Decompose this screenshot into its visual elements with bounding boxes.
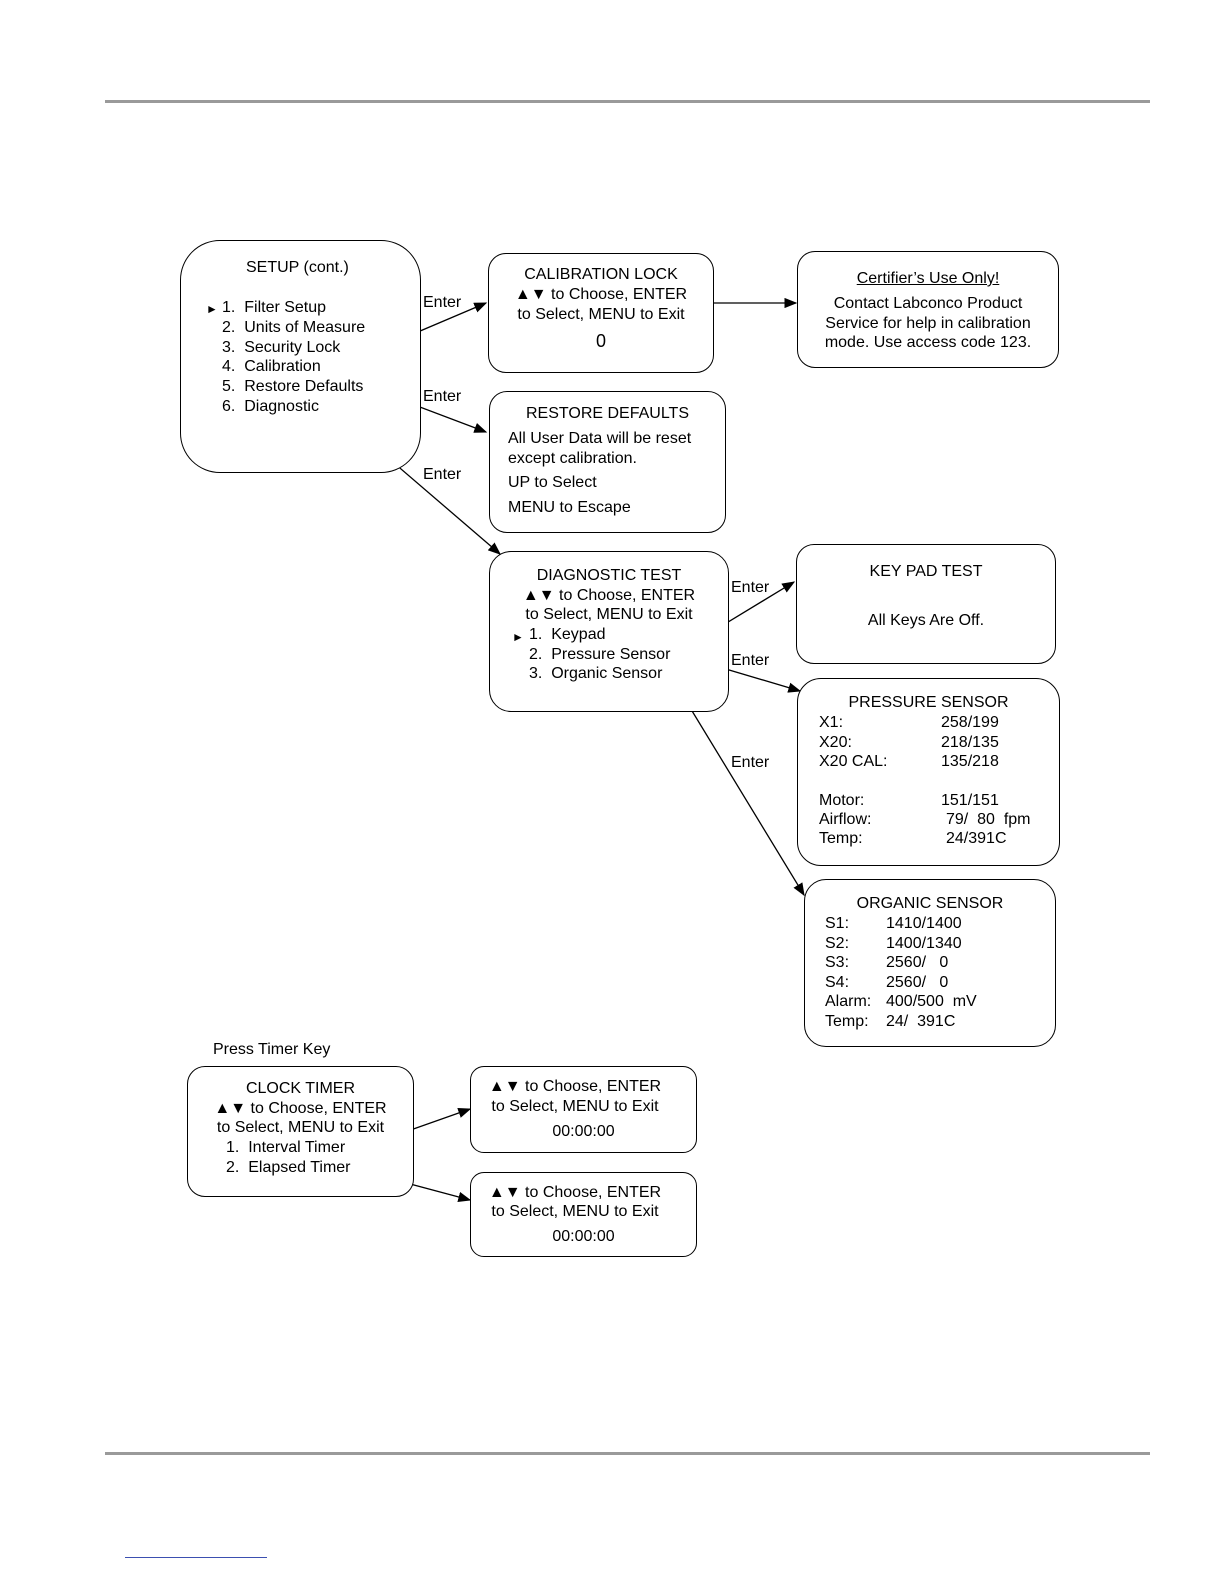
arrow-organic-sensor: [671, 677, 805, 897]
organic-row-value: 24/ 391C: [886, 1013, 956, 1030]
keypad-test-status: All Keys Are Off.: [867, 612, 985, 629]
pressure-row-label: Temp:: [819, 830, 863, 847]
pressure-row-value: 218/135: [941, 734, 999, 751]
enter-label: Enter: [423, 388, 462, 405]
interval-timer-instruction: to Select, MENU to Exit: [491, 1098, 659, 1115]
organic-row-label: Temp:: [825, 1013, 869, 1030]
certifier-text: Service for help in calibration: [825, 315, 1031, 332]
press-timer-key-caption: Press Timer Key: [213, 1041, 331, 1058]
interval-timer-instruction: ▲▼ to Choose, ENTER: [488, 1078, 662, 1095]
organic-row-label: S2:: [825, 935, 850, 952]
restore-defaults-title: RESTORE DEFAULTS: [526, 405, 689, 422]
elapsed-timer-box: ▲▼ to Choose, ENTER to Select, MENU to E…: [470, 1172, 697, 1257]
enter-label: Enter: [423, 294, 462, 311]
calibration-lock-box: CALIBRATION LOCK ▲▼ to Choose, ENTER to …: [488, 253, 714, 373]
certifier-box: Certifier’s Use Only! Contact Labconco P…: [797, 251, 1059, 368]
elapsed-timer-instruction: to Select, MENU to Exit: [491, 1203, 659, 1220]
clock-timer-instruction: ▲▼ to Choose, ENTER: [214, 1100, 387, 1117]
setup-item-calibration[interactable]: 4. Calibration: [222, 358, 321, 375]
organic-row-label: S3:: [825, 954, 850, 971]
setup-menu-box: SETUP (cont.) ► 1. Filter Setup 2. Units…: [180, 240, 421, 473]
restore-defaults-text: MENU to Escape: [508, 499, 631, 516]
setup-item-filter-setup[interactable]: 1. Filter Setup: [222, 299, 327, 316]
pressure-row-label: X20:: [819, 734, 852, 751]
certifier-text: Contact Labconco Product: [833, 295, 1023, 312]
restore-defaults-text: except calibration.: [508, 450, 637, 467]
interval-timer-box: ▲▼ to Choose, ENTER to Select, MENU to E…: [470, 1066, 697, 1153]
pressure-row-label: Motor:: [819, 792, 865, 809]
calibration-lock-title: CALIBRATION LOCK: [524, 266, 678, 283]
clock-timer-item-elapsed[interactable]: 2. Elapsed Timer: [226, 1159, 351, 1176]
clock-timer-title: CLOCK TIMER: [245, 1080, 356, 1097]
footer-rule: [105, 1452, 1150, 1455]
organic-row-value: 1410/1400: [886, 915, 962, 932]
pressure-row-label: Airflow:: [819, 811, 872, 828]
clock-timer-item-interval[interactable]: 1. Interval Timer: [226, 1139, 346, 1156]
organic-row-label: Alarm:: [825, 993, 872, 1010]
organic-sensor-box: ORGANIC SENSOR S1: 1410/1400 S2: 1400/13…: [804, 879, 1056, 1047]
clock-timer-instruction: to Select, MENU to Exit: [216, 1119, 385, 1136]
keypad-test-box: KEY PAD TEST All Keys Are Off.: [796, 544, 1056, 664]
diagnostic-test-instruction: ▲▼ to Choose, ENTER: [522, 587, 696, 604]
pressure-row-value: 79/ 80 fpm: [946, 811, 1031, 828]
calibration-lock-instruction: ▲▼ to Choose, ENTER: [514, 286, 688, 303]
setup-item-diagnostic[interactable]: 6. Diagnostic: [222, 398, 319, 415]
restore-defaults-text: UP to Select: [508, 474, 597, 491]
calibration-lock-value: 0: [595, 331, 606, 351]
setup-item-security-lock[interactable]: 3. Security Lock: [222, 339, 341, 356]
interval-timer-value: 00:00:00: [552, 1123, 615, 1140]
organic-row-value: 2560/ 0: [886, 974, 949, 991]
restore-defaults-text: All User Data will be reset: [508, 430, 692, 447]
certifier-text: mode. Use access code 123.: [824, 334, 1032, 351]
organic-sensor-title: ORGANIC SENSOR: [856, 895, 1004, 912]
organic-row-label: S1:: [825, 915, 850, 932]
setup-title: SETUP (cont.): [246, 259, 349, 276]
restore-defaults-box: RESTORE DEFAULTS All User Data will be r…: [489, 391, 726, 533]
organic-row-label: S4:: [825, 974, 850, 991]
diagnostic-test-instruction: to Select, MENU to Exit: [525, 606, 693, 623]
selection-marker-icon: ►: [512, 630, 524, 644]
elapsed-timer-value: 00:00:00: [552, 1228, 615, 1245]
enter-label: Enter: [731, 579, 770, 596]
diagnostic-test-title: DIAGNOSTIC TEST: [536, 567, 682, 584]
pressure-row-value: 258/199: [941, 714, 999, 731]
selection-marker-icon: ►: [206, 302, 218, 316]
pressure-row-value: 24/391C: [946, 830, 1007, 847]
pressure-sensor-title: PRESSURE SENSOR: [848, 694, 1009, 711]
enter-label: Enter: [423, 466, 462, 483]
setup-item-units-of-measure[interactable]: 2. Units of Measure: [222, 319, 366, 336]
keypad-test-title: KEY PAD TEST: [869, 563, 983, 580]
pressure-sensor-box: PRESSURE SENSOR X1: 258/199 X20: 218/135…: [797, 678, 1060, 866]
enter-label: Enter: [731, 754, 770, 771]
diagnostic-item-keypad[interactable]: 1. Keypad: [529, 626, 606, 643]
pressure-row-label: X20 CAL:: [819, 753, 888, 770]
enter-label: Enter: [731, 652, 770, 669]
header-rule: [105, 100, 1150, 103]
footer-link-underline: [125, 1557, 267, 1558]
pressure-row-value: 151/151: [941, 792, 999, 809]
setup-item-restore-defaults[interactable]: 5. Restore Defaults: [222, 378, 364, 395]
diagnostic-test-box: DIAGNOSTIC TEST ▲▼ to Choose, ENTER to S…: [489, 551, 729, 712]
certifier-title: Certifier’s Use Only!: [856, 270, 1000, 287]
organic-row-value: 400/500 mV: [886, 993, 977, 1010]
pressure-row-value: 135/218: [941, 753, 999, 770]
diagnostic-item-pressure-sensor[interactable]: 2. Pressure Sensor: [529, 646, 671, 663]
elapsed-timer-instruction: ▲▼ to Choose, ENTER: [488, 1184, 662, 1201]
calibration-lock-instruction: to Select, MENU to Exit: [517, 306, 685, 323]
organic-row-value: 1400/1340: [886, 935, 962, 952]
pressure-row-label: X1:: [819, 714, 844, 731]
clock-timer-box: CLOCK TIMER ▲▼ to Choose, ENTER to Selec…: [187, 1066, 414, 1197]
organic-row-value: 2560/ 0: [886, 954, 949, 971]
diagnostic-item-organic-sensor[interactable]: 3. Organic Sensor: [529, 665, 663, 682]
